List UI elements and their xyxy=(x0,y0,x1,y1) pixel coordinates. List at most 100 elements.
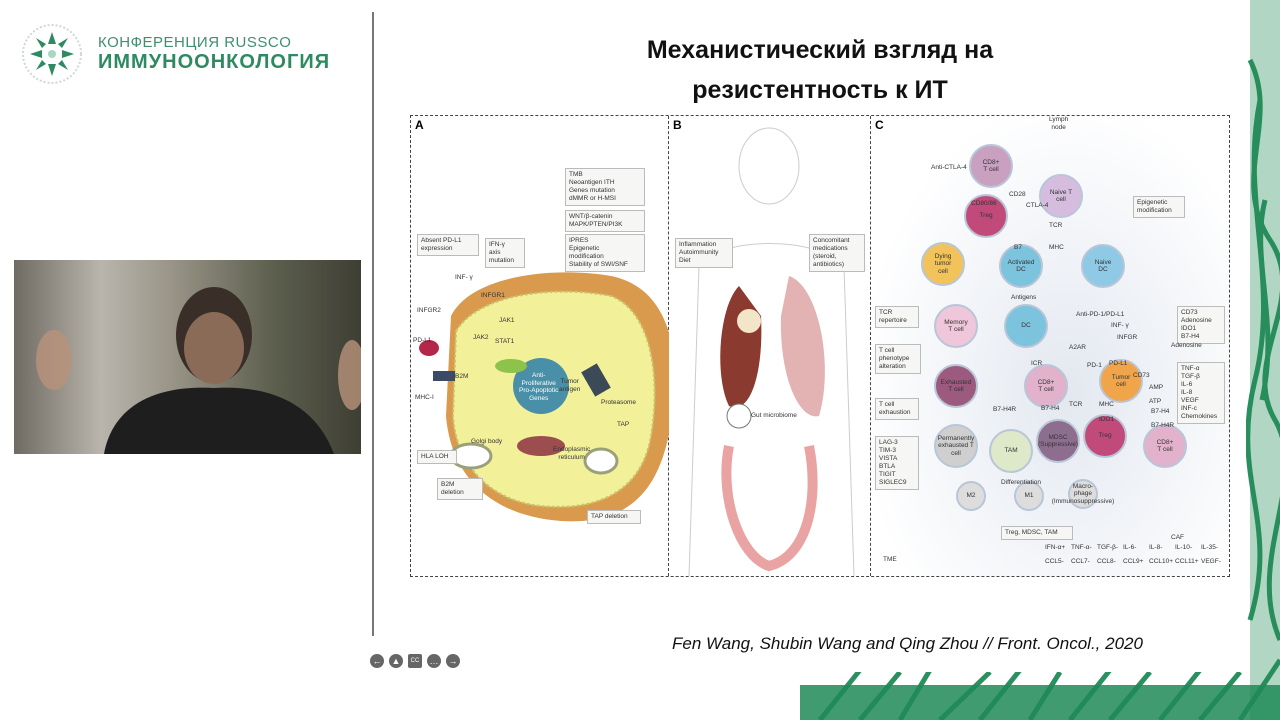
cell-6: Memory T cell xyxy=(934,304,978,348)
label: TCR xyxy=(1049,222,1063,229)
box-cytokines: TNF-α TGF-β IL-6 IL-8 VEGF INF-c Chemoki… xyxy=(1177,362,1225,424)
label: A2AR xyxy=(1069,344,1086,351)
legend-item: TNF-α- xyxy=(1071,544,1092,551)
legend-item: CCL5- xyxy=(1045,558,1064,565)
panel-a: A Absent PD-L1 expression IFN-γ axis mut… xyxy=(411,116,669,576)
box-cd73: CD73 Adenosine IDO1 B7-H4 xyxy=(1177,306,1225,344)
cell-label: MDSC (Suppressive) xyxy=(1037,433,1079,449)
label: ICR xyxy=(1031,360,1043,367)
label: IDO1 xyxy=(1099,416,1115,423)
label: MHC xyxy=(1099,401,1114,408)
slide-title: Механистический взгляд на резистентность… xyxy=(560,30,1080,110)
cell-11: Tumor cell xyxy=(1099,359,1143,403)
label: Endoplasmic reticulum xyxy=(553,446,591,461)
cell-label: Naive T cell xyxy=(1049,188,1073,204)
cell-label: Dying tumor cell xyxy=(934,252,952,275)
speaker-video xyxy=(14,260,361,454)
legend-item: TGF-β- xyxy=(1097,544,1119,551)
label: AMP xyxy=(1149,384,1164,391)
label: ATP xyxy=(1149,398,1162,405)
cell-label: CD8+ T cell xyxy=(982,158,1000,174)
prev-arrow-icon[interactable]: ← xyxy=(370,654,384,668)
label: INF- γ xyxy=(455,274,473,281)
cell-label: CD8+ T cell xyxy=(1037,378,1055,394)
label: CD28 xyxy=(1009,191,1026,198)
label: CTLA-4 xyxy=(1026,202,1049,209)
panel-c-label: C xyxy=(875,118,884,132)
box-wnt: WNT/β-catenin MAPK/PTEN/PI3K xyxy=(565,210,645,232)
slide-divider xyxy=(372,12,374,636)
cell-label: M1 xyxy=(1024,492,1034,500)
legend-item: IL-35- xyxy=(1201,544,1218,551)
cell-10: CD8+ T cell xyxy=(1024,364,1068,408)
box-epigenetic: Epigenetic modification xyxy=(1133,196,1185,218)
legend-item: VEGF- xyxy=(1201,558,1221,565)
label: B7-H4R xyxy=(993,406,1017,413)
next-arrow-icon[interactable]: → xyxy=(446,654,460,668)
captions-icon[interactable]: CC xyxy=(408,654,422,668)
label: Adenosine xyxy=(1171,342,1202,349)
cell-label: Activated DC xyxy=(1007,258,1035,274)
cell-4: Activated DC xyxy=(999,244,1043,288)
pointer-icon[interactable]: ▲ xyxy=(389,654,403,668)
legend-item: IFN-α+ xyxy=(1045,544,1066,551)
label: Golgi body xyxy=(471,438,503,445)
tumor-cell-illustration xyxy=(419,272,669,522)
box-inflammation: Inflammation Autoimmunity Diet xyxy=(675,238,733,268)
box-tmb: TMB Neoantigen ITH Genes mutation dMMR o… xyxy=(565,168,645,206)
label: PD-L1 xyxy=(1109,360,1128,367)
panel-b-label: B xyxy=(673,118,682,132)
legend-item: CCL10+ xyxy=(1149,558,1174,565)
label: JAK2 xyxy=(473,334,489,341)
label: Tumor antigen xyxy=(559,378,581,393)
cell-label: Memory T cell xyxy=(944,318,968,334)
box-tcr-repertoire: TCR repertoire xyxy=(875,306,919,328)
conference-name: КОНФЕРЕНЦИЯ RUSSCO xyxy=(98,34,292,51)
cell-16: M2 xyxy=(956,481,986,511)
title-line-1: Механистический взгляд на xyxy=(646,36,994,64)
label: Lymph node xyxy=(1049,116,1069,131)
conference-topic: ИММУНООНКОЛОГИЯ xyxy=(98,51,331,73)
label: MHC-I xyxy=(415,394,434,401)
box-checkpoints: LAG-3 TIM-3 VISTA BTLA TIGIT SIGLEC9 xyxy=(875,436,919,490)
more-icon[interactable]: … xyxy=(427,654,441,668)
box-ifn-axis: IFN-γ axis mutation xyxy=(485,238,525,268)
box-tap-deletion: TAP deletion xyxy=(587,510,641,524)
cell-3: Dying tumor cell xyxy=(921,242,965,286)
title-line-2: резистентность к ИТ xyxy=(692,76,948,104)
panel-b: B Inflammation Autoimmunity Diet Concomi… xyxy=(669,116,871,576)
legend-item: IL-6- xyxy=(1123,544,1137,551)
cell-13: MDSC (Suppressive) xyxy=(1036,419,1080,463)
cell-label: TAM xyxy=(1004,447,1018,455)
cell-7: DC xyxy=(1004,304,1048,348)
label: CD80/86 xyxy=(971,200,997,207)
label: TCR xyxy=(1069,401,1083,408)
label: B7 xyxy=(1014,244,1022,251)
label: Anti-CTLA-4 xyxy=(931,164,967,171)
label: JAK1 xyxy=(499,317,515,324)
cell-label: Macro- phage (Immunosuppressive) xyxy=(1051,482,1115,505)
legend-item: CCL11+ xyxy=(1175,558,1199,565)
russco-seal-icon xyxy=(22,24,82,84)
label: CD73 xyxy=(1133,372,1150,379)
box-absent-pdl1: Absent PD-L1 expression xyxy=(417,234,479,256)
label: B7-H4 xyxy=(1151,408,1170,415)
label: TME xyxy=(883,556,897,563)
box-ipres: IPRES Epigenetic modification Stability … xyxy=(565,234,645,272)
label: PD-L1 xyxy=(413,337,432,344)
cell-label: Permanently exhausted T cell xyxy=(937,434,975,457)
conference-logo: КОНФЕРЕНЦИЯ RUSSCO ИММУНООНКОЛОГИЯ xyxy=(20,22,330,86)
cell-label: Treg xyxy=(1098,432,1112,440)
label: STAT1 xyxy=(495,338,515,345)
legend-item: IL-10- xyxy=(1175,544,1192,551)
label: Proteasome xyxy=(601,399,637,406)
cell-8: Exhausted T cell xyxy=(934,364,978,408)
cell-label: Exhausted T cell xyxy=(940,378,972,394)
cell-label: Naive DC xyxy=(1094,258,1112,274)
cell-14: Treg xyxy=(1083,414,1127,458)
label: TAP xyxy=(617,421,630,428)
slide-controls: ← ▲ CC … → xyxy=(370,654,460,668)
label: INFGR2 xyxy=(417,307,441,314)
